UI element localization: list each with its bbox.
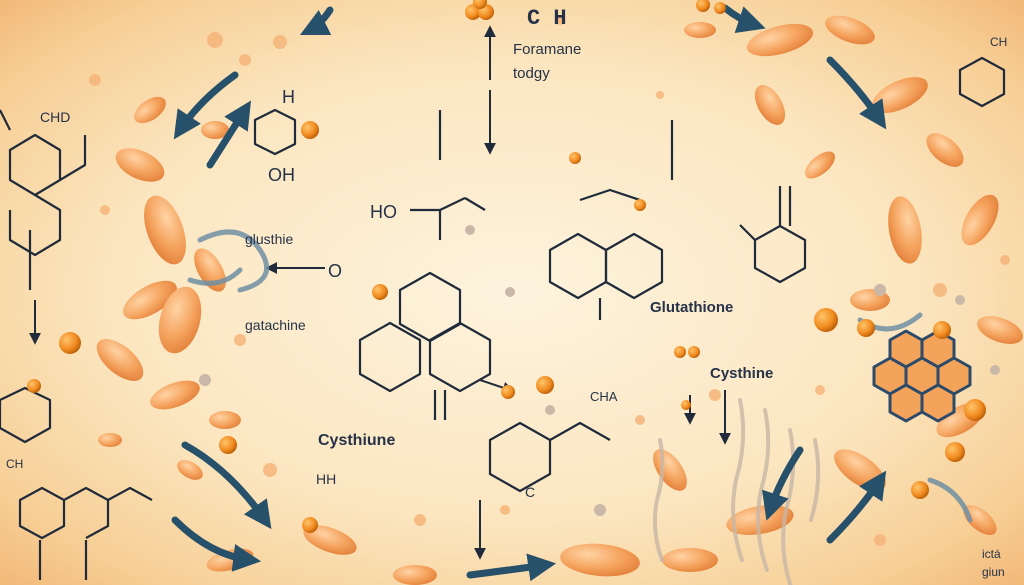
oh-label: OH [268,165,295,185]
today-label: todgy [513,65,550,82]
cysthine-label: Cysthine [710,365,774,382]
bacteria-cluster-left [96,96,437,585]
formamane-label: Foramane [513,41,582,58]
cystiune-label: Cysthiune [318,432,396,449]
hh-label: HH [316,471,337,487]
glusthie-label: glusthie [245,231,294,247]
ribbons [187,229,973,523]
giu-label: giun [982,565,1005,579]
o-label: O [328,261,343,281]
molecule-lines [0,56,1006,580]
hex-cluster [872,329,972,423]
c-label: C [525,484,536,500]
ho-label: HO [370,202,397,222]
gatachine-label: gatachine [245,317,306,333]
cycle-arrows [171,4,887,582]
formula-top-label: C H [527,6,567,31]
strands [652,398,821,585]
grey-balls [199,225,1000,516]
droplets [89,15,1010,546]
cha-label: CHA [590,389,618,404]
chd-label: CHD [40,109,71,125]
h-label: H [282,87,295,107]
ch-left-label: CH [6,457,24,471]
ch-topright-label: CH [990,35,1008,49]
ict-label: ictá [982,547,1001,561]
glutathione-label: Glutathione [650,299,734,316]
atom-balls [27,0,986,533]
